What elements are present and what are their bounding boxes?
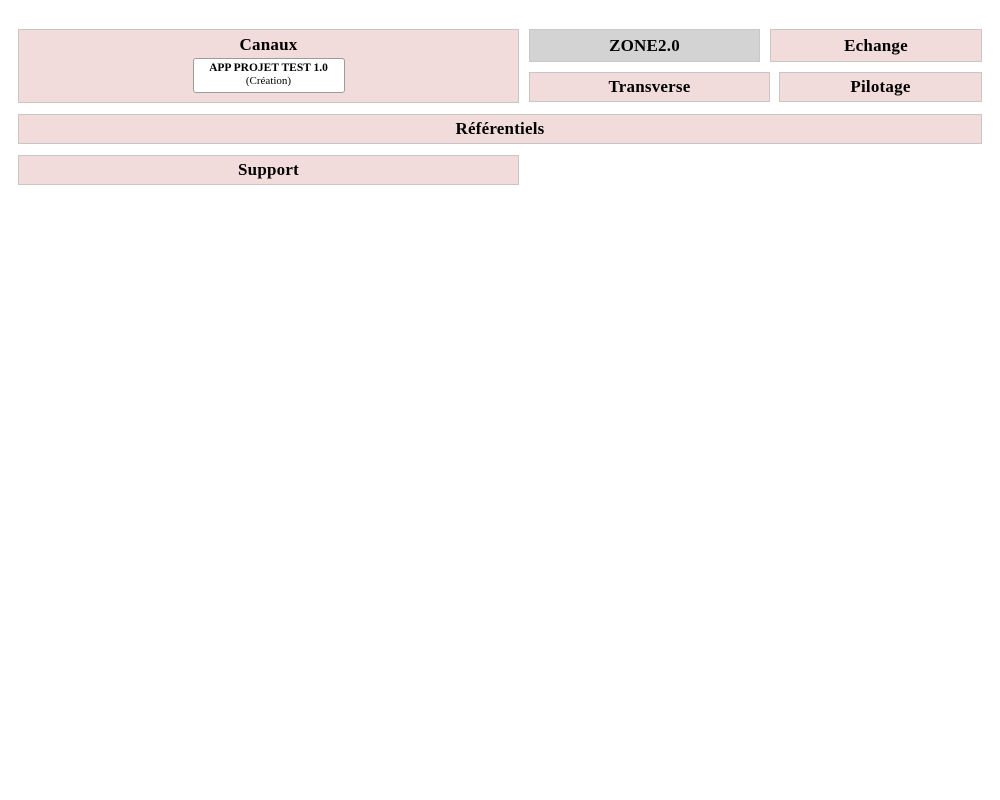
zone-pilotage-title: Pilotage [850, 77, 911, 96]
zone-echange-title: Echange [844, 35, 908, 55]
zone-echange[interactable]: Echange [770, 29, 982, 62]
zone-transverse[interactable]: Transverse [529, 72, 770, 102]
zone-referentiels[interactable]: Référentiels [18, 114, 982, 144]
application-name: APP PROJET TEST 1.0 [209, 62, 328, 74]
zone-support[interactable]: Support [18, 155, 519, 185]
zone-zone20[interactable]: ZONE2.0 [529, 29, 760, 62]
zone-zone20-title: ZONE2.0 [609, 35, 680, 55]
application-card-app-projet-test[interactable]: APP PROJET TEST 1.0 (Création) [192, 58, 345, 93]
zone-pilotage[interactable]: Pilotage [779, 72, 982, 102]
zone-canaux[interactable]: Canaux APP PROJET TEST 1.0 (Création) [18, 29, 519, 103]
zone-transverse-title: Transverse [608, 77, 691, 96]
application-state: (Création) [245, 75, 292, 87]
zone-canaux-title: Canaux [239, 35, 298, 54]
zone-referentiels-title: Référentiels [455, 119, 545, 138]
zone-support-title: Support [238, 160, 299, 179]
